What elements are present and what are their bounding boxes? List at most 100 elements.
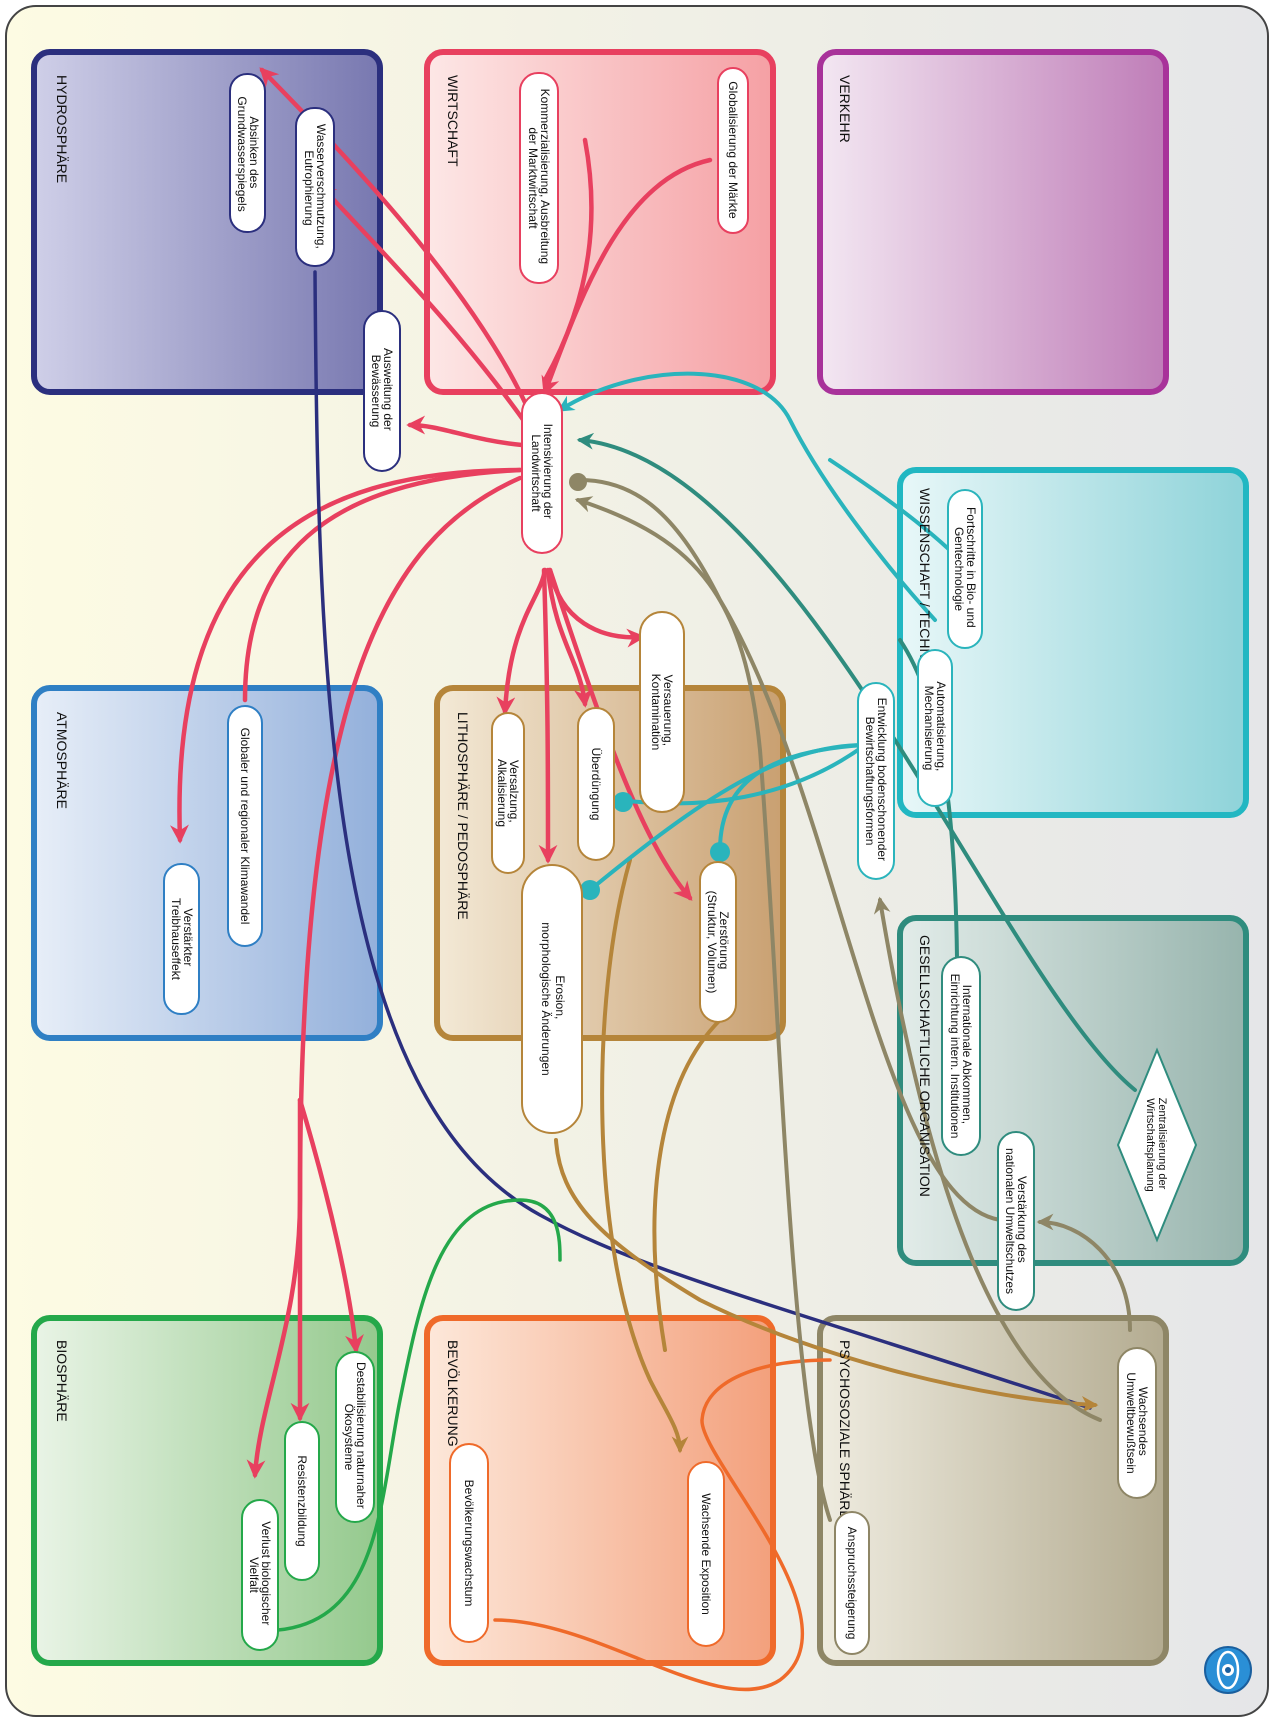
node-umweltbew-line2: Umweltbewußtsein	[1124, 1372, 1138, 1473]
title-verkehr: VERKEHR	[837, 75, 853, 143]
svg-text:Resistenzbildung: Resistenzbildung	[295, 1455, 309, 1546]
svg-text:Verstärkung des national: Verstärkung des nationalen Umweltschutze…	[1003, 1148, 1029, 1294]
svg-text:Erosion, morphologische: Erosion, morphologische Änderungen	[539, 922, 567, 1075]
node-bewaesserung	[363, 310, 401, 472]
node-erosion	[521, 864, 583, 1134]
node-biovielfalt	[241, 1499, 279, 1651]
node-fortschritte	[947, 489, 983, 649]
node-abkommen	[941, 956, 981, 1156]
node-ueberduengung	[577, 707, 615, 861]
sphere-verkehr	[817, 49, 1169, 395]
node-erosion-line1: Erosion,	[553, 975, 567, 1019]
node-abkommen-line2: Einrichtung intern. Institutionen	[948, 974, 962, 1139]
edge-bio-loop	[276, 1198, 562, 1632]
edge-zerstoerung-exposition	[652, 1018, 722, 1352]
node-treibhaus	[163, 863, 200, 1015]
title-wissenschaft: WISSENSCHAFT / TECHNIK	[917, 488, 933, 673]
node-bewaesserung-line2: Bewässerung	[369, 355, 383, 428]
edge-dot-zerstoerung	[710, 842, 730, 862]
node-globalisierung	[717, 67, 749, 234]
node-biovielfalt-line1: Verlust biologischer	[259, 1521, 273, 1625]
sphere-atmosphaere	[31, 685, 383, 1041]
node-umweltschutz-line1: Verstärkung des	[1015, 1176, 1029, 1263]
node-zentral-line1: Zentralisierung der	[1156, 1098, 1168, 1190]
edge-erosion-umweltbewusstsein	[554, 1138, 1099, 1413]
edge-auto-intens	[557, 371, 937, 622]
node-exposition	[687, 1461, 725, 1647]
svg-text:Bevölkerungswachstum: Bevölkerungswachstum	[462, 1480, 476, 1607]
node-versauerung-line1: Versauerung,	[661, 675, 675, 746]
node-umweltschutz-line2: nationalen Umweltschutzes	[1003, 1148, 1017, 1294]
node-destab-line2: Ökosysteme	[342, 1404, 356, 1471]
node-anspruch-line1: Anspruchssteigerung	[845, 1527, 859, 1640]
node-bodenschonend	[857, 682, 895, 880]
title-bevoelkerung: BEVÖLKERUNG	[445, 1340, 462, 1447]
node-klimawandel	[227, 705, 263, 947]
node-boden-line2: Bewirtschaftungsformen	[863, 717, 877, 846]
node-grundwasser	[229, 73, 266, 233]
title-hydrosphaere: HYDROSPHÄRE	[54, 75, 70, 183]
edge-intens-erosion	[538, 567, 558, 864]
node-umweltbewusstsein	[1117, 1347, 1157, 1499]
node-intens-line1: Intensivierung der	[541, 424, 555, 519]
edge-dot-ueberduengung	[613, 792, 633, 812]
svg-text:Verstärkter Treibhauseff: Verstärkter Treibhauseffekt	[169, 898, 195, 981]
edge-intens-biovielfalt	[246, 475, 523, 1479]
title-psychosozial: PSYCHOSOZIALE SPHÄRE	[837, 1340, 853, 1520]
node-zerstoerung-line2: (Struktur, Volumen)	[705, 891, 719, 994]
node-zerstoerung	[699, 861, 737, 1023]
node-destabilisierung	[335, 1351, 375, 1523]
edge-intens-zerstoerung	[547, 567, 693, 901]
node-exposition-line1: Wachsende Exposition	[699, 1493, 713, 1615]
node-kommerz-line2: der Marktwirtschaft	[526, 127, 540, 229]
node-fortschritte-line2: Gentechnologie	[952, 527, 966, 611]
node-wasser-line1: Wasserverschmutzung,	[314, 124, 328, 249]
edge-umweltschutz-intens	[578, 478, 1002, 1222]
svg-text:Wasserverschmutzung, Eut: Wasserverschmutzung, Eutrophierung	[302, 124, 328, 252]
edge-intens-klima	[242, 467, 523, 703]
node-wasserverschmutzung	[295, 107, 335, 267]
svg-text:Entwicklung bodenschonender: Entwicklung bodenschonender Bewirtschaft…	[863, 698, 889, 865]
svg-text:Wachsende Exposition: Wachsende Exposition	[699, 1493, 713, 1615]
node-zerstoerung-line1: Zerstörung	[717, 911, 731, 969]
node-grundwasser-line2: Grundwasserspiegels	[235, 96, 249, 211]
svg-text:Versauerung, Kontaminati: Versauerung, Kontamination	[649, 674, 675, 751]
sphere-psychosozial	[817, 1315, 1169, 1666]
node-kommerz-line1: Kommerzialisierung, Ausbreitung	[538, 89, 552, 264]
node-automatisierung	[917, 649, 953, 807]
node-versauerung-line2: Kontamination	[649, 674, 663, 751]
node-umweltbew-line1: Wachsendes	[1136, 1387, 1150, 1456]
edge-intens-destabilisierung	[297, 1097, 364, 1354]
node-zentralisierung	[1116, 1047, 1198, 1243]
edge-intens-grundwasser	[259, 67, 543, 441]
title-lithosphaere: LITHOSPHÄRE / PEDOSPHÄRE	[455, 712, 471, 920]
svg-text:Destabilisierung naturnaher: Destabilisierung naturnaher Ökosysteme	[342, 1362, 368, 1512]
edge-intens-wasser	[317, 182, 543, 447]
node-destab-line1: Destabilisierung naturnaher	[354, 1362, 368, 1509]
node-auto-line2: Mechanisierung	[922, 686, 936, 771]
edge-global-intens	[541, 157, 713, 396]
svg-text:Ausweitung der Bewässeru: Ausweitung der Bewässerung	[369, 348, 395, 434]
svg-text:Fortschritte in Bio- und: Fortschritte in Bio- und Gentechnologie	[952, 507, 978, 631]
svg-text:Zerstörung (Struktur, Vo: Zerstörung (Struktur, Volumen)	[705, 891, 731, 994]
title-biosphaere: BIOSPHÄRE	[54, 1340, 70, 1422]
svg-text:Versalzung, Alkalisierun: Versalzung, Alkalisierung	[495, 759, 521, 827]
node-treibhaus-line2: Treibhauseffekt	[169, 898, 183, 981]
svg-text:Absinken des Grundwasser: Absinken des Grundwasserspiegels	[235, 96, 261, 211]
edge-boden-zerstoerung	[718, 743, 867, 852]
edge-bev-loop	[493, 1358, 832, 1692]
node-versalzung-line2: Alkalisierung	[495, 759, 509, 827]
sphere-hydrosphaere	[31, 49, 383, 395]
svg-text:Verlust biologischer Vie: Verlust biologischer Vielfalt	[247, 1521, 273, 1628]
node-bewaesserung-line1: Ausweitung der	[381, 348, 395, 431]
edge-versauerung-exposition	[600, 858, 689, 1454]
svg-text:Anspruchssteigerung: Anspruchssteigerung	[845, 1527, 859, 1640]
logo-icon	[1204, 1646, 1252, 1694]
edge-dot-olive	[569, 473, 587, 491]
node-boden-line1: Entwicklung bodenschonender	[875, 698, 889, 861]
edge-intens-ueberduengung	[545, 567, 593, 708]
node-versauerung	[639, 611, 685, 813]
svg-text:Intensivierung der Landw: Intensivierung der Landwirtschaft	[529, 424, 555, 523]
node-ueberduengung-line1: Überdüngung	[589, 748, 603, 821]
